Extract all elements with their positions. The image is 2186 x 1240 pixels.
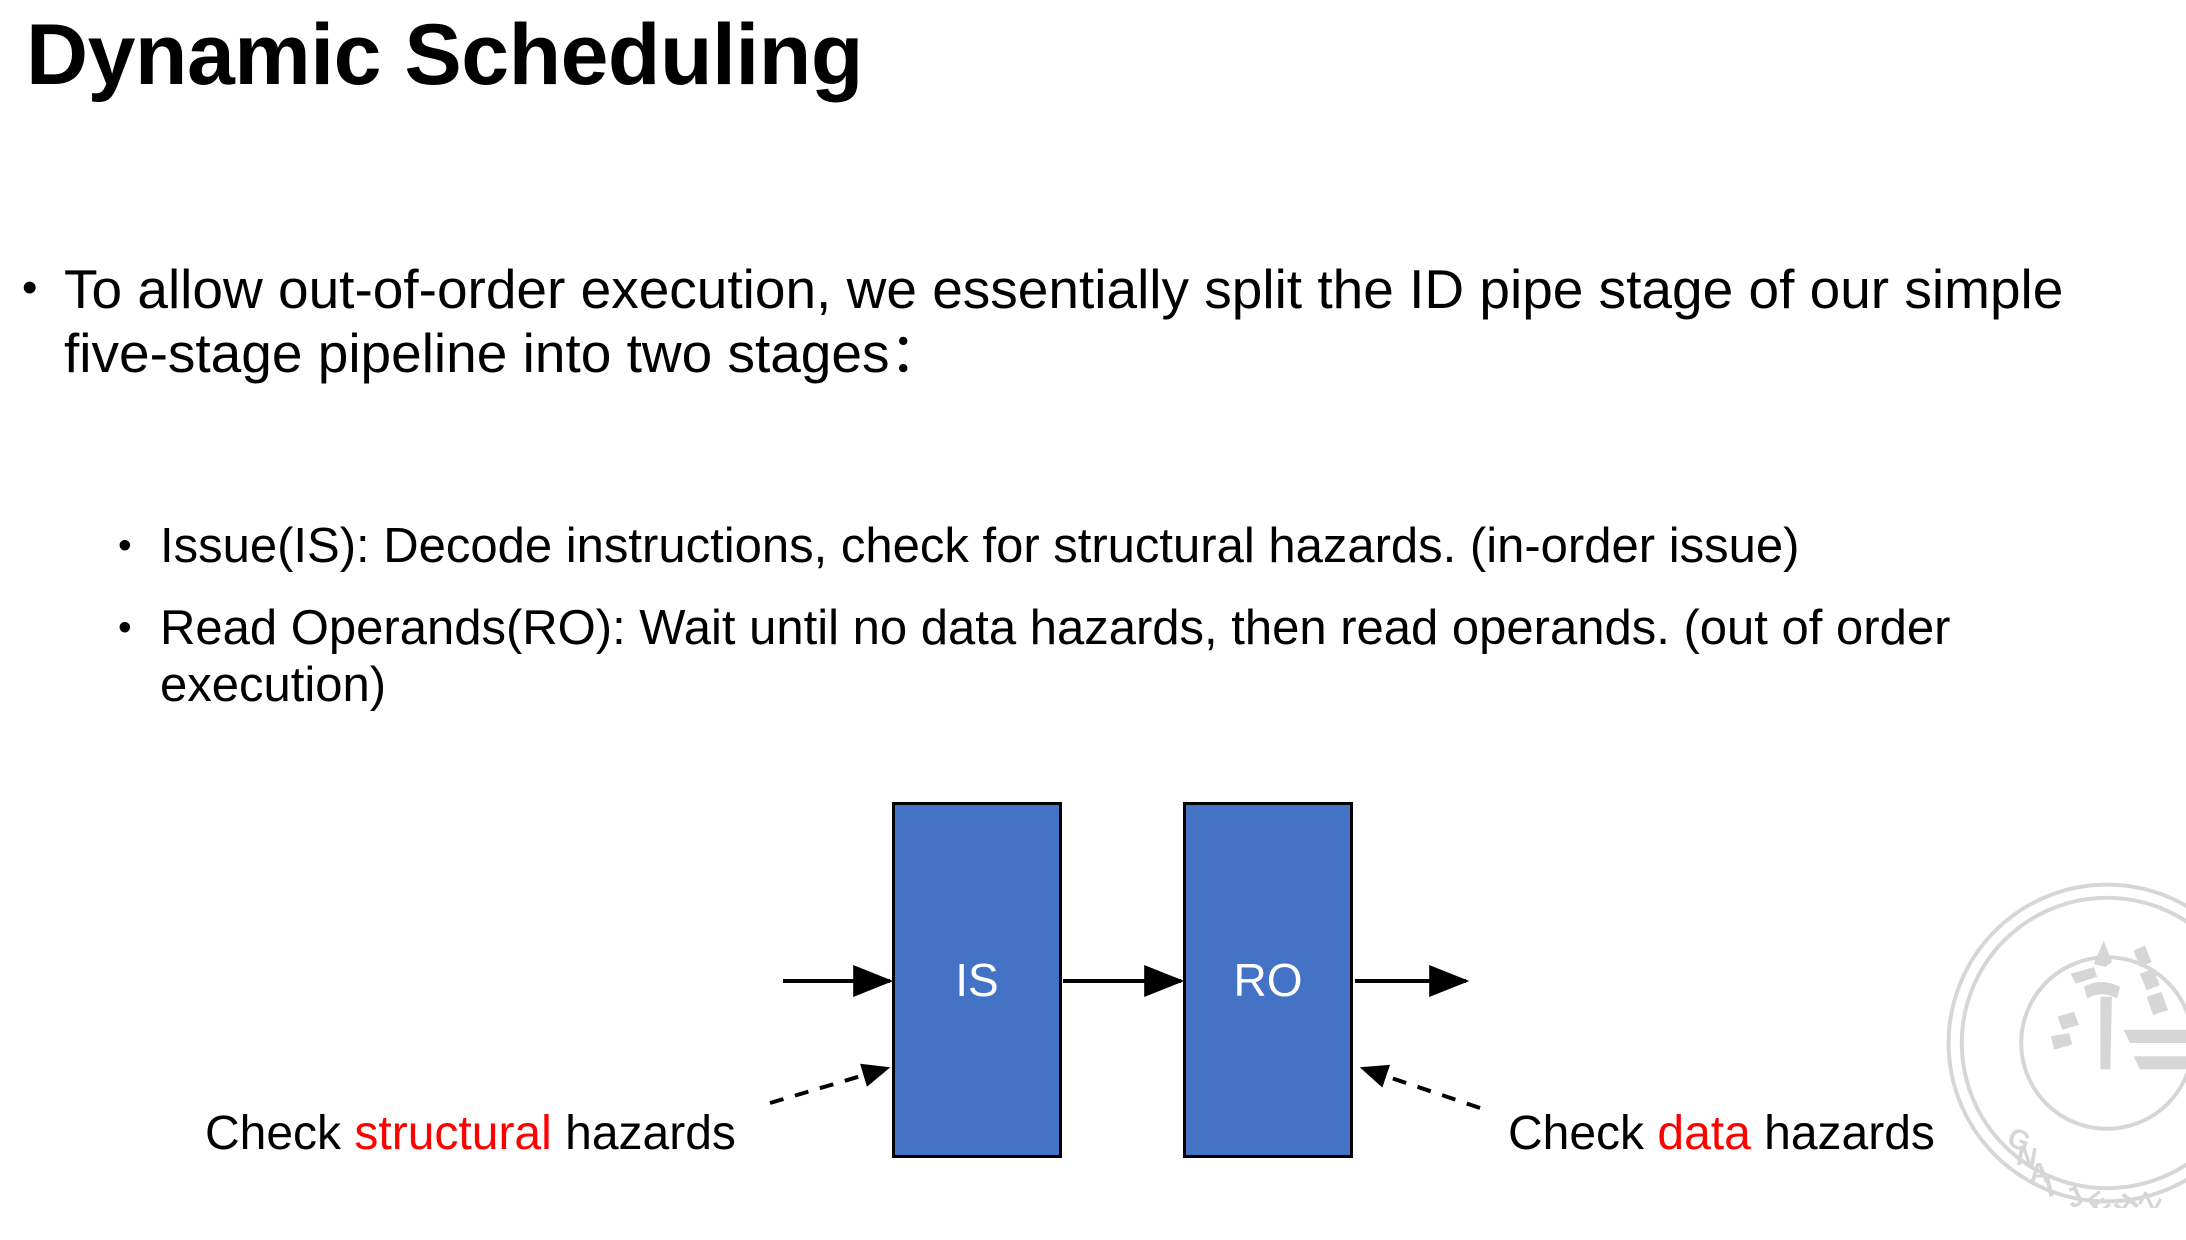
bullet-marker-icon: •	[22, 263, 38, 312]
pipeline-stage-box-ro: RO	[1183, 802, 1353, 1158]
bullet-item-issue: • Issue(IS): Decode instructions, check …	[118, 518, 2168, 575]
caption-prefix: Check	[1508, 1107, 1658, 1160]
pipeline-stage-box-is: IS	[892, 802, 1062, 1158]
caption-suffix: hazards	[551, 1107, 736, 1160]
arrow-structural-hazards-dashed	[769, 1063, 891, 1105]
bullet-marker-icon: •	[118, 524, 132, 567]
svg-text:N: N	[2014, 1140, 2043, 1175]
bullet-text: Issue(IS): Decode instructions, check fo…	[160, 519, 1800, 573]
bullet-marker-icon: •	[118, 606, 132, 649]
caption-structural-hazards: Check structural hazards	[205, 1107, 736, 1161]
caption-data-hazards: Check data hazards	[1508, 1107, 1935, 1161]
bullet-item-level1: • To allow out-of-order execution, we es…	[22, 258, 2112, 386]
caption-highlight: data	[1657, 1107, 1751, 1160]
caption-highlight: structural	[354, 1107, 552, 1160]
bullet-item-read-operands: • Read Operands(RO): Wait until no data …	[118, 600, 2168, 715]
zhejiang-university-seal-icon: Z H E J I A N G	[1946, 882, 2186, 1208]
page-title: Dynamic Scheduling	[26, 7, 863, 103]
pipeline-stage-label: IS	[955, 954, 999, 1006]
svg-text:A: A	[2028, 1157, 2053, 1189]
bullet-text: To allow out-of-order execution, we esse…	[64, 258, 2064, 384]
caption-suffix: hazards	[1750, 1107, 1935, 1160]
bullet-text: Read Operands(RO): Wait until no data ha…	[160, 601, 1951, 713]
caption-prefix: Check	[205, 1107, 355, 1160]
arrow-data-hazards-dashed	[1359, 1064, 1481, 1110]
pipeline-stage-label: RO	[1233, 954, 1303, 1006]
